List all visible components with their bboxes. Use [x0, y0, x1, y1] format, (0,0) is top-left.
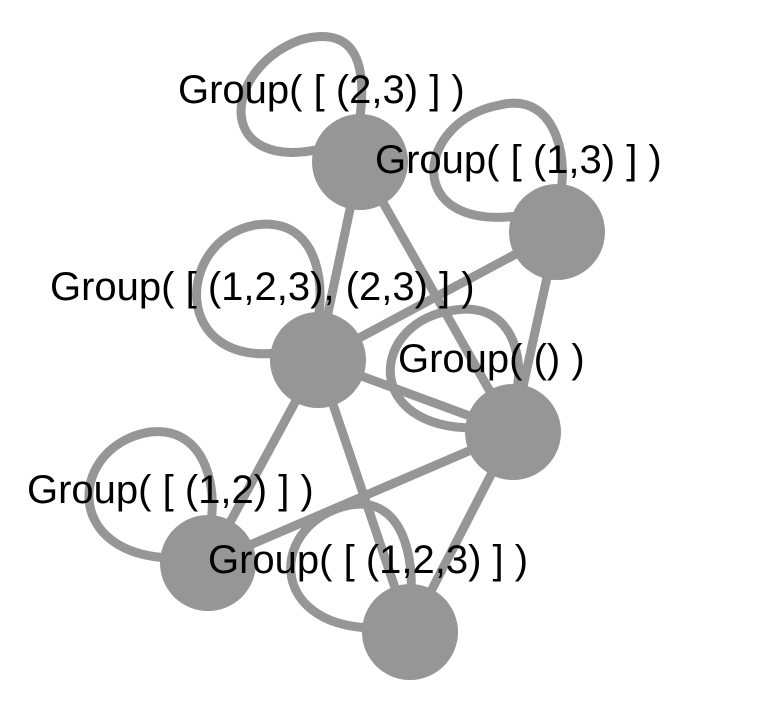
node-label-g13: Group( [ (1,3) ] )	[375, 138, 662, 182]
self-loop-g123_23	[192, 219, 325, 359]
node-label-g123: Group( [ (1,2,3) ] )	[208, 538, 528, 582]
node-label-g123_23: Group( [ (1,2,3), (2,3) ] )	[50, 265, 475, 309]
nodes-layer	[160, 114, 605, 680]
node-g23	[312, 114, 408, 210]
node-label-g12: Group( [ (1,2) ] )	[27, 468, 314, 512]
self-loop-g13	[429, 98, 567, 222]
node-g13	[509, 184, 605, 280]
self-loop-g23	[236, 32, 367, 157]
node-label-g_triv: Group( () )	[398, 337, 585, 381]
labels-layer: Group( [ (2,3) ] ) Group( [ (1,3) ] ) Grou…	[27, 68, 662, 582]
edge-g_triv-g12	[203, 427, 518, 568]
node-g123_23	[270, 312, 366, 408]
node-g12	[160, 515, 256, 611]
node-g123	[362, 584, 458, 680]
node-label-g23: Group( [ (2,3) ] )	[178, 68, 465, 112]
self-loop-g12	[84, 427, 217, 563]
node-g_triv	[465, 384, 561, 480]
